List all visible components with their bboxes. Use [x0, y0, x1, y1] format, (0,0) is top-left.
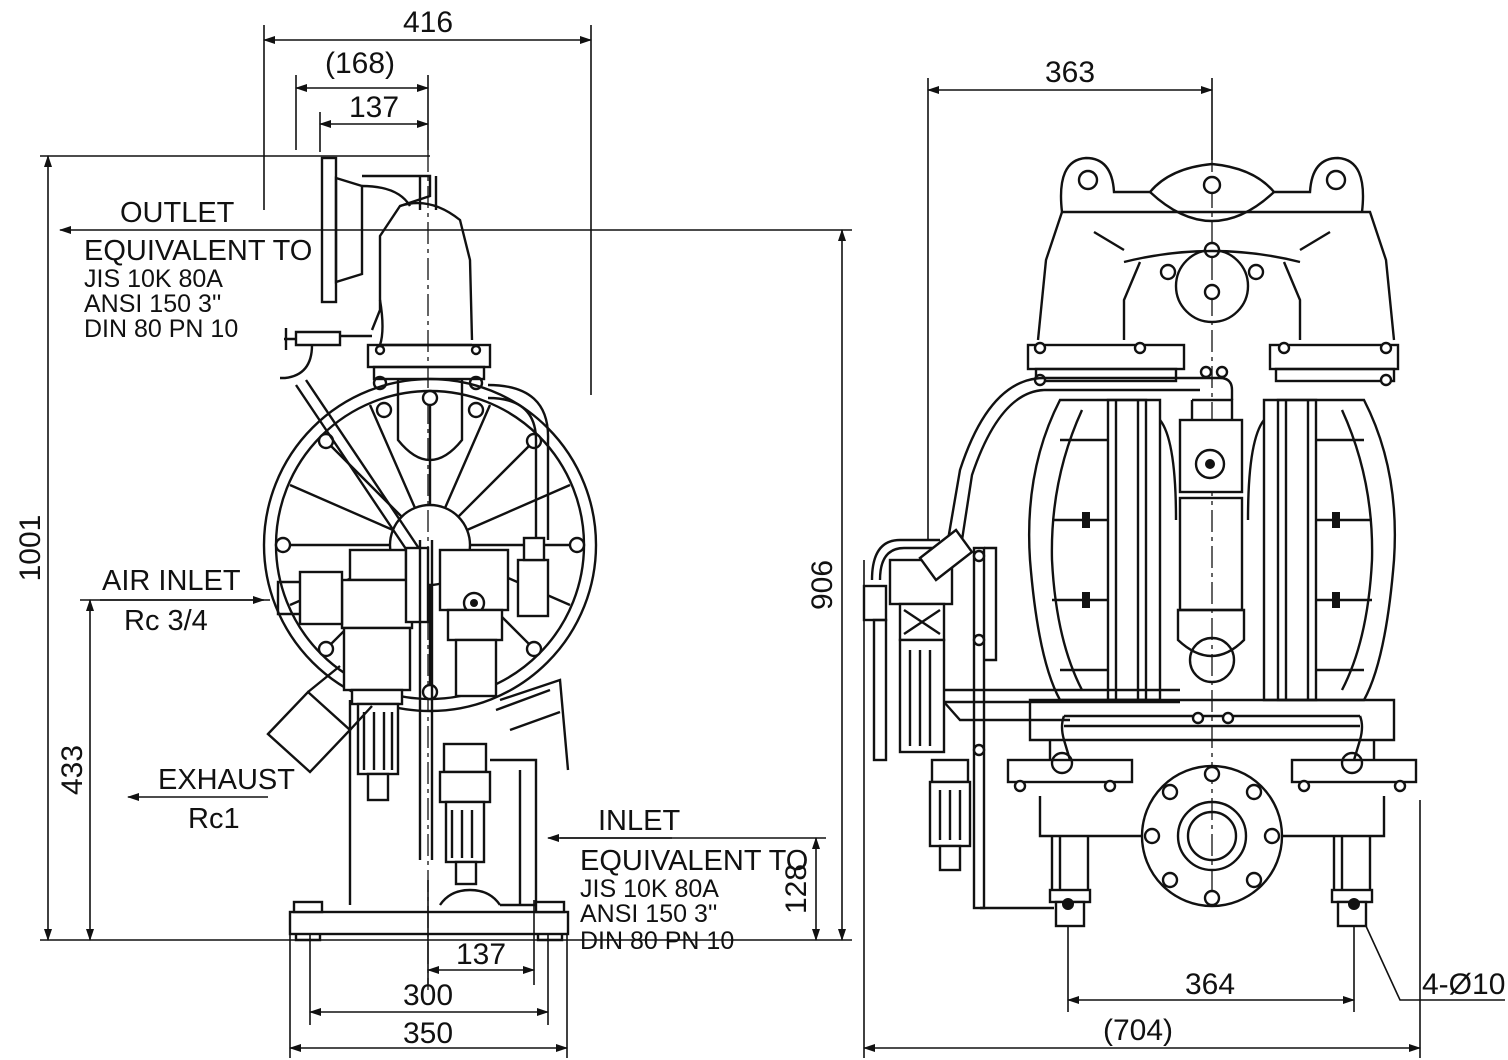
dim-1001: 1001 [14, 515, 47, 582]
inlet-spec-din: DIN 80 PN 10 [580, 927, 734, 955]
inlet-label: INLET [598, 805, 680, 837]
air-inlet-size: Rc 3/4 [124, 605, 208, 637]
dim-137-top: 137 [349, 91, 399, 124]
dim-363: 363 [1045, 56, 1095, 89]
mounting-holes-callout: 4-Ø10 [1422, 968, 1505, 1001]
side-view: 416 (168) 137 1001 906 433 128 137 300 3… [14, 6, 852, 1058]
dim-128: 128 [780, 864, 813, 914]
dim-137-bottom: 137 [456, 938, 506, 971]
dim-350: 350 [403, 1017, 453, 1050]
side-view-dimension-lines [40, 25, 852, 1058]
exhaust-label: EXHAUST [158, 764, 295, 796]
wheel-bolts [274, 389, 586, 701]
outlet-label: OUTLET [120, 197, 235, 229]
air-inlet-label: AIR INLET [102, 565, 241, 597]
outlet-equivalent-label: EQUIVALENT TO [84, 235, 312, 267]
outlet-spec-din: DIN 80 PN 10 [84, 315, 238, 343]
inlet-spec-jis: JIS 10K 80A [580, 875, 719, 903]
outlet-spec-ansi: ANSI 150 3'' [84, 290, 221, 318]
dim-300: 300 [403, 979, 453, 1012]
front-view-pump-body [862, 156, 1418, 928]
dim-168: (168) [325, 47, 395, 80]
front-view: 363 364 (704) 4-Ø10 [862, 56, 1505, 1058]
side-view-pump-body [262, 150, 598, 990]
dim-433: 433 [56, 745, 89, 795]
dim-416: 416 [403, 6, 453, 39]
inlet-spec-ansi: ANSI 150 3'' [580, 900, 717, 928]
front-view-dimension-lines [863, 78, 1505, 1058]
dim-364: 364 [1185, 968, 1235, 1001]
dim-704: (704) [1103, 1014, 1173, 1047]
exhaust-size: Rc1 [188, 803, 240, 835]
dim-906: 906 [806, 560, 839, 610]
side-view-port-arrows [59, 226, 672, 842]
inlet-equivalent-label: EQUIVALENT TO [580, 845, 808, 877]
outlet-spec-jis: JIS 10K 80A [84, 265, 223, 293]
